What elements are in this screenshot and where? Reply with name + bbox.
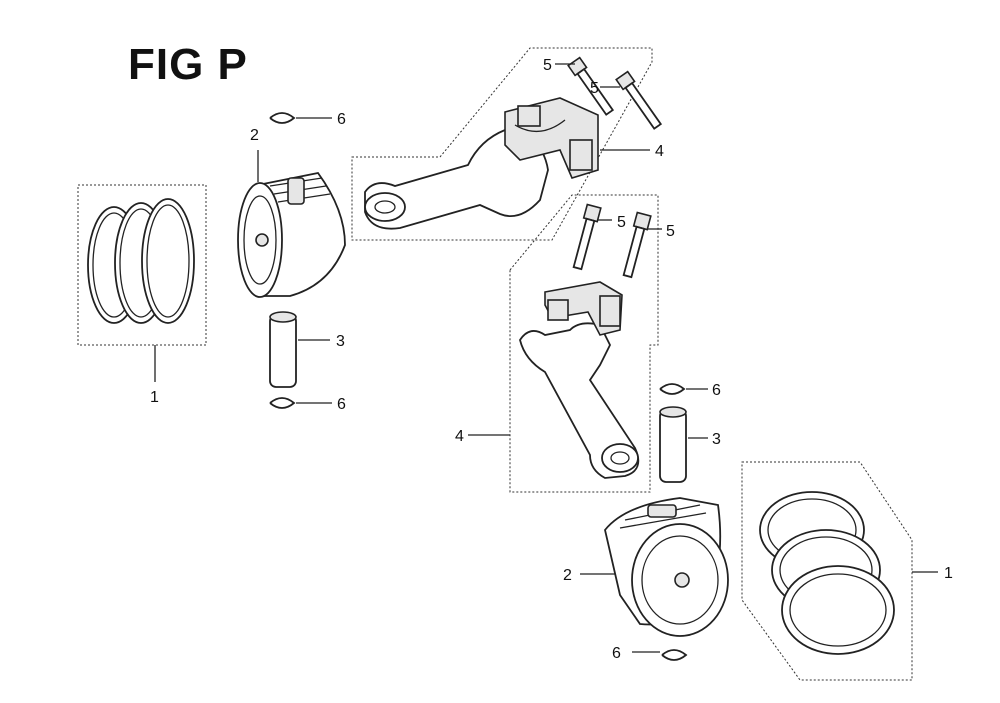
piston-clips-right [632,383,708,661]
callout-piston-left: 2 [250,127,259,144]
callout-bolt-lower-2: 5 [666,223,675,240]
callout-bolt-lower-1: 5 [617,214,626,231]
figure-title: FIG P [128,40,248,89]
piston-right [580,497,729,637]
callout-clip-left-bottom: 6 [337,396,346,413]
piston-pin-left [269,311,330,388]
rod-bolts-lower [572,203,662,279]
piston-ring-set-left [77,184,207,382]
callout-rings-left: 1 [150,389,159,406]
connecting-rod-upper [351,47,653,241]
piston-left [237,150,346,298]
callout-clip-right-top: 6 [712,382,721,399]
callout-clip-left-top: 6 [337,111,346,128]
callout-bolt-upper-1: 5 [543,57,552,74]
rod-bolts-upper [555,56,663,130]
callout-clip-right-bottom: 6 [612,645,621,662]
piston-clips-left [269,112,332,409]
callout-rod-lower: 4 [455,428,464,445]
callout-pin-right: 3 [712,431,721,448]
callout-bolt-upper-2: 5 [590,80,599,97]
callout-piston-right: 2 [563,567,572,584]
callout-rod-upper: 4 [655,143,664,160]
callout-pin-left: 3 [336,333,345,350]
callout-rings-right: 1 [944,565,953,582]
piston-ring-set-right [741,461,938,681]
connecting-rod-lower [468,194,659,493]
piston-pin-right [659,406,708,483]
